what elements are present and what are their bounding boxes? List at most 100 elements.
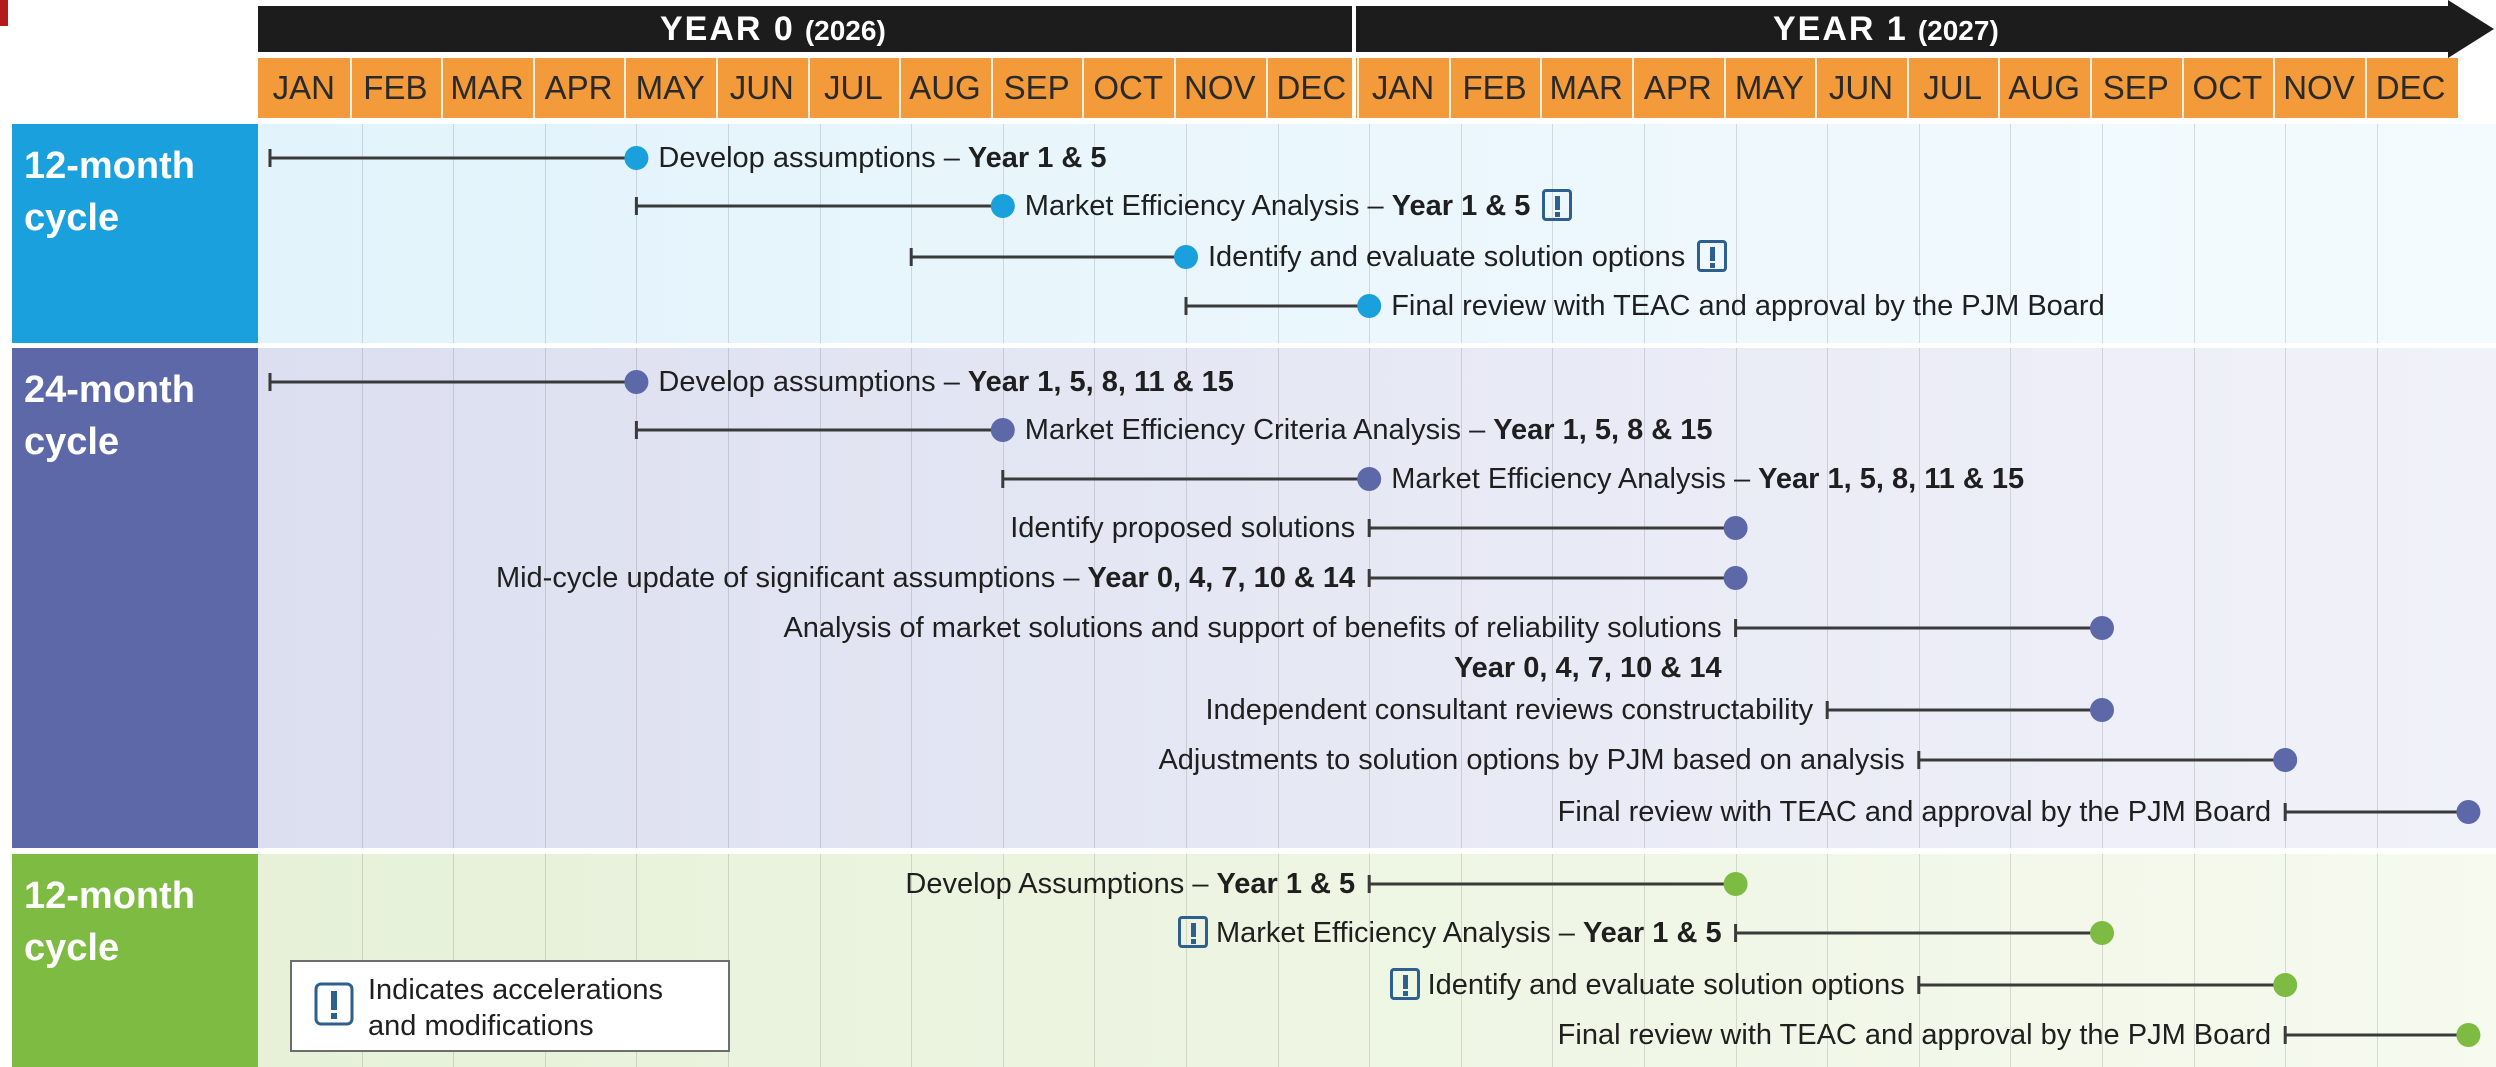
month-gridline <box>819 124 821 343</box>
exclamation-box-icon <box>1177 916 1208 949</box>
month-gridline <box>1827 124 1829 343</box>
month-separator <box>716 58 718 118</box>
task-label: Final review with TEAC and approval by t… <box>1558 792 2272 832</box>
month-gridline <box>1186 854 1187 1067</box>
month-separator <box>1082 58 1085 118</box>
task-label: Market Efficiency Criteria Analysis – Ye… <box>1025 410 1713 450</box>
month-separator <box>1540 58 1543 118</box>
task-text: Market Efficiency Criteria Analysis – <box>1024 414 1494 446</box>
month-gridline <box>1369 348 1371 848</box>
month-gridline <box>2376 348 2378 848</box>
month-gridline <box>1460 124 1462 343</box>
task-label: Develop assumptions – Year 1 & 5 <box>658 138 1106 178</box>
month-gridline <box>2102 124 2103 343</box>
month-gridline <box>1644 854 1645 1067</box>
task-text: Final review with TEAC and approval by t… <box>1557 796 2272 828</box>
task-text: Identify proposed solutions <box>1010 512 1356 544</box>
month-jul-y0: JUL <box>824 69 883 106</box>
month-gridline <box>2376 854 2378 1067</box>
month-oct-y0: OCT <box>1093 69 1164 106</box>
task-years: Year 1, 5, 8 & 15 <box>1493 414 1713 446</box>
task-label: Analysis of market solutions and support… <box>783 608 1721 648</box>
month-gridline <box>1186 348 1187 848</box>
task-text: Adjustments to solution options by PJM b… <box>1158 744 1905 776</box>
month-gridline <box>728 348 729 848</box>
legend-text: Indicates accelerations and modification… <box>368 974 663 1042</box>
task-label: Identify and evaluate solution options <box>1389 965 1905 1005</box>
cycle-label: 12-month cycle <box>12 124 258 343</box>
task-label: Mid-cycle update of significant assumpti… <box>496 558 1355 598</box>
month-gridline <box>453 124 455 343</box>
legend-box: Indicates accelerations and modification… <box>290 960 730 1052</box>
task-years: Year 0, 4, 7, 10 & 14 <box>1087 562 1356 594</box>
month-gridline <box>544 348 546 848</box>
month-mar-y0: MAR <box>450 69 524 106</box>
year-divider <box>1352 0 1356 118</box>
month-feb-y1: FEB <box>1462 69 1527 106</box>
task-text: Mid-cycle update of significant assumpti… <box>495 562 1088 594</box>
month-gridline <box>1735 348 1737 848</box>
task-text: Develop assumptions – <box>658 366 968 398</box>
month-gridline <box>361 348 363 848</box>
month-separator <box>1632 58 1634 118</box>
month-gridline <box>1552 348 1554 848</box>
cycle-label: 12-month cycle <box>12 854 258 1067</box>
month-gridline <box>1460 854 1462 1067</box>
month-gridline <box>2102 854 2103 1067</box>
month-jan-y0: JAN <box>272 69 335 106</box>
task-years-extra: Year 0, 4, 7, 10 & 14 <box>1453 652 1722 684</box>
task-text: Develop Assumptions – <box>905 868 1217 900</box>
task-label: Develop Assumptions – Year 1 & 5 <box>905 864 1355 904</box>
month-gridline <box>1918 124 1920 343</box>
task-years: Year 1 & 5 <box>1391 190 1531 222</box>
month-gridline <box>1094 854 1096 1067</box>
month-nov-y0: NOV <box>1184 69 1256 106</box>
task-text: Market Efficiency Analysis – <box>1391 463 1759 495</box>
month-gridline <box>636 124 638 343</box>
month-separator <box>532 58 535 118</box>
month-gridline <box>819 348 821 848</box>
cycle-band <box>258 348 2496 848</box>
month-gridline <box>1277 348 1279 848</box>
month-separator <box>1265 58 1268 118</box>
task-text: Develop assumptions – <box>658 142 968 174</box>
month-separator <box>1723 58 1726 118</box>
month-gridline <box>1002 854 1004 1067</box>
task-years: Year 1, 5, 8, 11 & 15 <box>1758 463 2025 495</box>
month-gridline <box>911 854 913 1067</box>
month-separator <box>2273 58 2276 118</box>
month-gridline <box>1918 854 1920 1067</box>
timeline-header-arrow <box>258 0 2494 58</box>
task-label: Market Efficiency Analysis – Year 1, 5, … <box>1391 459 2024 499</box>
task-text: Market Efficiency Analysis – <box>1024 190 1392 222</box>
month-gridline <box>1644 124 1645 343</box>
month-gridline <box>1369 124 1371 343</box>
month-gridline <box>2285 854 2287 1067</box>
month-sep-y0: SEP <box>1003 69 1070 106</box>
year-1-label: YEAR 1(2027) <box>1773 10 1999 48</box>
corner-mark <box>0 0 8 26</box>
month-gridline <box>2010 348 2012 848</box>
month-separator <box>1357 58 1360 118</box>
exclamation-box-icon <box>1389 968 1420 1001</box>
task-label: Develop assumptions – Year 1, 5, 8, 11 &… <box>658 362 1234 402</box>
task-label: Final review with TEAC and approval by t… <box>1558 1015 2272 1055</box>
month-gridline <box>2285 348 2287 848</box>
year-0-label: YEAR 0(2026) <box>660 10 886 48</box>
exclamation-box-icon <box>314 982 354 1026</box>
month-separator <box>1815 58 1818 118</box>
month-aug-y0: AUG <box>909 69 981 106</box>
month-gridline <box>1918 348 1920 848</box>
month-separator <box>807 58 810 118</box>
month-sep-y1: SEP <box>2102 69 2169 106</box>
month-gridline <box>911 124 913 343</box>
month-apr-y0: APR <box>544 69 613 106</box>
exclamation-box-icon <box>1542 189 1573 222</box>
task-text: Market Efficiency Analysis – <box>1215 917 1583 949</box>
month-jan-y1: JAN <box>1371 69 1435 106</box>
month-gridline <box>2376 124 2378 343</box>
month-gridline <box>1277 854 1279 1067</box>
month-oct-y1: OCT <box>2192 69 2263 106</box>
